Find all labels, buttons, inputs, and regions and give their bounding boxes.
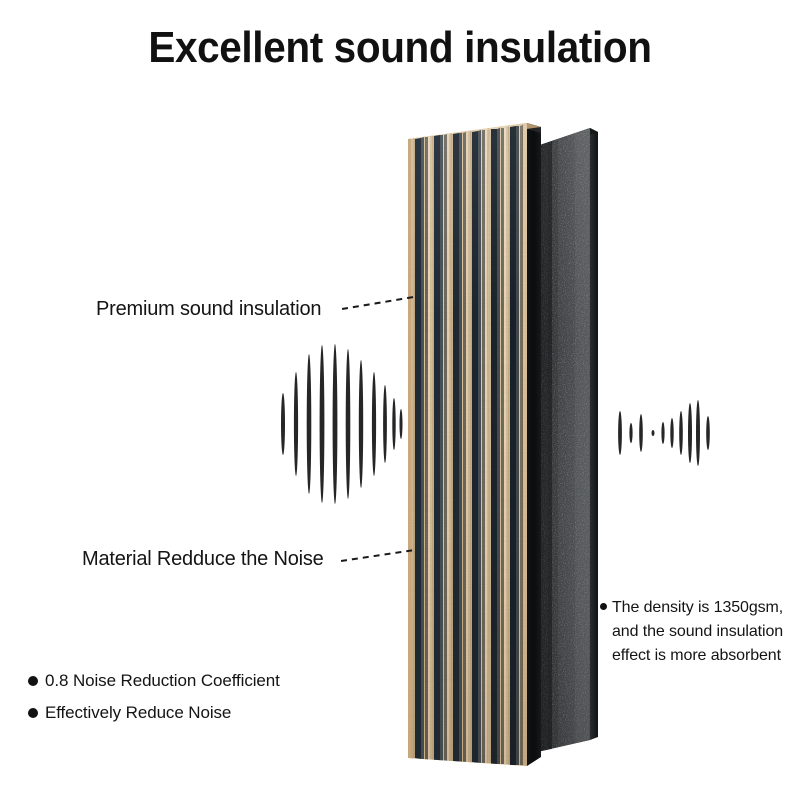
- wood-panel-top-face: [408, 123, 541, 143]
- bullet-text: Effectively Reduce Noise: [45, 703, 232, 723]
- bullet-item: 0.8 Noise Reduction Coefficient: [28, 670, 358, 691]
- soundwave-outgoing: [618, 400, 710, 466]
- wood-panel-backing-board: [527, 123, 541, 766]
- felt-acoustic-panel: [537, 128, 598, 752]
- slat-groove-lines: [425, 125, 523, 765]
- soundwave-incoming: [281, 344, 403, 504]
- slat-shading: [411, 127, 510, 764]
- leader-line-premium-sound-insulation: [341, 295, 416, 310]
- wood-slat-panel: [408, 123, 541, 766]
- slat-highlights: [409, 127, 508, 764]
- bullet-dot-icon: [28, 676, 38, 686]
- callout-material-redduce-the-noise: Material Redduce the Noise: [82, 548, 324, 570]
- feature-bullet-density: The density is 1350gsm, and the sound in…: [600, 596, 796, 668]
- wood-panel-left-edge: [408, 139, 411, 758]
- felt-panel-top-edge: [537, 128, 598, 150]
- slat-grooves: [415, 126, 519, 765]
- leader-line-material-redduce-the-noise: [340, 549, 413, 562]
- bullet-dot-icon: [28, 708, 38, 719]
- bullet-text-line: The density is 1350gsm,: [612, 599, 784, 616]
- page-title: Excellent sound insulation: [148, 23, 652, 72]
- wood-panel-face: [408, 123, 527, 766]
- feature-bullet-list-left: 0.8 Noise Reduction Coefficient Effectiv…: [28, 670, 358, 735]
- bullet-dot-icon: [600, 603, 607, 610]
- bullet-text: 0.8 Noise Reduction Coefficient: [45, 671, 280, 690]
- callout-premium-sound-insulation: Premium sound insulation: [96, 298, 322, 320]
- bullet-text-block: The density is 1350gsm, and the sound in…: [612, 596, 783, 668]
- bullet-text-line: and the sound insulation: [612, 623, 784, 640]
- felt-contact-shadow: [537, 141, 552, 752]
- bullet-item: Effectively Reduce Noise: [28, 702, 358, 723]
- bullet-text-line: effect is more absorbent: [612, 647, 781, 664]
- felt-panel-right-edge: [590, 128, 598, 740]
- felt-panel-face: [537, 128, 590, 752]
